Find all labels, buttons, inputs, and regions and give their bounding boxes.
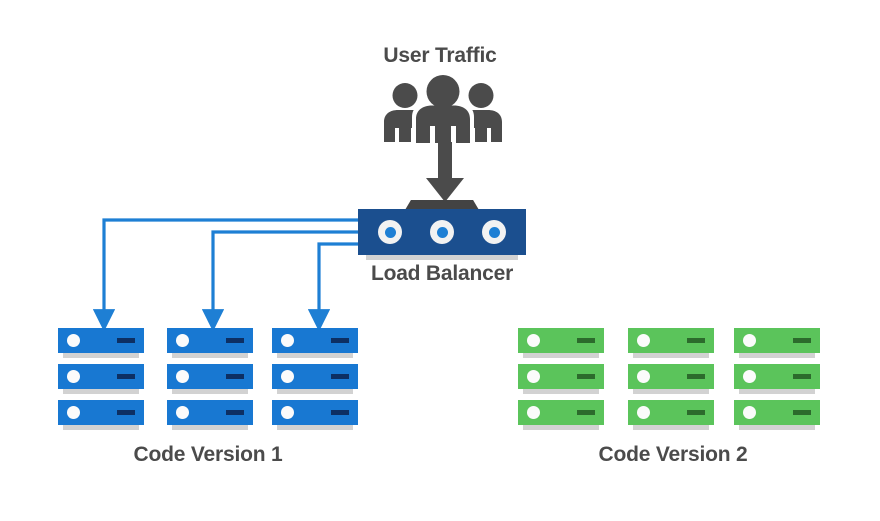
server-unit[interactable] bbox=[628, 364, 714, 394]
server-unit[interactable] bbox=[518, 364, 604, 394]
server-port-icon bbox=[687, 410, 705, 415]
server-status-light bbox=[527, 334, 540, 347]
server-unit[interactable] bbox=[58, 328, 144, 358]
server-status-light bbox=[176, 406, 189, 419]
server-status-light bbox=[176, 370, 189, 383]
server-status-light bbox=[743, 334, 756, 347]
server-shadow bbox=[523, 389, 599, 394]
server-port-icon bbox=[331, 338, 349, 343]
server-unit[interactable] bbox=[518, 328, 604, 358]
code-version-1-label: Code Version 1 bbox=[133, 443, 283, 466]
server-shadow bbox=[277, 389, 353, 394]
load-balancer-led bbox=[482, 220, 506, 244]
server-unit[interactable] bbox=[272, 328, 358, 358]
server-status-light bbox=[281, 370, 294, 383]
server-port-icon bbox=[577, 374, 595, 379]
server-unit[interactable] bbox=[58, 364, 144, 394]
server-shadow bbox=[172, 389, 248, 394]
server-unit[interactable] bbox=[628, 400, 714, 430]
server-status-light bbox=[637, 370, 650, 383]
connector-arrow-1 bbox=[92, 218, 358, 332]
server-status-light bbox=[637, 334, 650, 347]
server-status-light bbox=[743, 406, 756, 419]
server-shadow bbox=[63, 389, 139, 394]
server-unit[interactable] bbox=[167, 400, 253, 430]
code-version-2-label: Code Version 2 bbox=[598, 443, 748, 466]
server-port-icon bbox=[331, 410, 349, 415]
connector-arrow-3 bbox=[307, 242, 358, 332]
server-port-icon bbox=[687, 338, 705, 343]
server-unit[interactable] bbox=[734, 400, 820, 430]
server-shadow bbox=[739, 353, 815, 358]
server-shadow bbox=[739, 389, 815, 394]
people-group-icon bbox=[378, 71, 508, 143]
server-port-icon bbox=[117, 374, 135, 379]
server-shadow bbox=[633, 425, 709, 430]
server-unit[interactable] bbox=[734, 328, 820, 358]
server-port-icon bbox=[117, 410, 135, 415]
server-unit[interactable] bbox=[167, 364, 253, 394]
server-status-light bbox=[281, 406, 294, 419]
server-shadow bbox=[277, 425, 353, 430]
user-traffic-label: User Traffic bbox=[383, 44, 497, 67]
server-unit[interactable] bbox=[167, 328, 253, 358]
load-balancer-cap bbox=[405, 200, 479, 210]
server-status-light bbox=[67, 370, 80, 383]
server-port-icon bbox=[577, 338, 595, 343]
server-port-icon bbox=[793, 410, 811, 415]
server-port-icon bbox=[226, 338, 244, 343]
server-port-icon bbox=[687, 374, 705, 379]
server-port-icon bbox=[793, 374, 811, 379]
server-stack[interactable] bbox=[734, 328, 820, 436]
load-balancer-node[interactable] bbox=[358, 200, 526, 262]
server-unit[interactable] bbox=[272, 364, 358, 394]
server-unit[interactable] bbox=[58, 400, 144, 430]
server-port-icon bbox=[793, 338, 811, 343]
server-shadow bbox=[63, 425, 139, 430]
server-shadow bbox=[523, 353, 599, 358]
server-shadow bbox=[172, 425, 248, 430]
server-status-light bbox=[637, 406, 650, 419]
load-balancer-shadow bbox=[366, 255, 518, 260]
load-balancer-label: Load Balancer bbox=[370, 262, 514, 285]
server-status-light bbox=[67, 406, 80, 419]
server-port-icon bbox=[331, 374, 349, 379]
server-stack[interactable] bbox=[167, 328, 253, 436]
server-port-icon bbox=[117, 338, 135, 343]
server-status-light bbox=[67, 334, 80, 347]
server-status-light bbox=[743, 370, 756, 383]
server-stack[interactable] bbox=[628, 328, 714, 436]
server-unit[interactable] bbox=[628, 328, 714, 358]
server-status-light bbox=[527, 370, 540, 383]
server-unit[interactable] bbox=[518, 400, 604, 430]
server-shadow bbox=[633, 389, 709, 394]
server-shadow bbox=[277, 353, 353, 358]
load-balancer-led bbox=[378, 220, 402, 244]
server-shadow bbox=[172, 353, 248, 358]
connector-arrow-2 bbox=[201, 230, 358, 332]
server-status-light bbox=[281, 334, 294, 347]
server-port-icon bbox=[226, 410, 244, 415]
server-port-icon bbox=[226, 374, 244, 379]
server-stack[interactable] bbox=[518, 328, 604, 436]
server-shadow bbox=[633, 353, 709, 358]
server-port-icon bbox=[577, 410, 595, 415]
server-shadow bbox=[63, 353, 139, 358]
server-unit[interactable] bbox=[272, 400, 358, 430]
server-stack[interactable] bbox=[58, 328, 144, 436]
server-stack[interactable] bbox=[272, 328, 358, 436]
server-unit[interactable] bbox=[734, 364, 820, 394]
load-balancer-led bbox=[430, 220, 454, 244]
server-shadow bbox=[739, 425, 815, 430]
load-balancer-body bbox=[358, 209, 526, 255]
traffic-down-arrow-icon bbox=[425, 142, 465, 204]
server-status-light bbox=[527, 406, 540, 419]
server-status-light bbox=[176, 334, 189, 347]
server-shadow bbox=[523, 425, 599, 430]
